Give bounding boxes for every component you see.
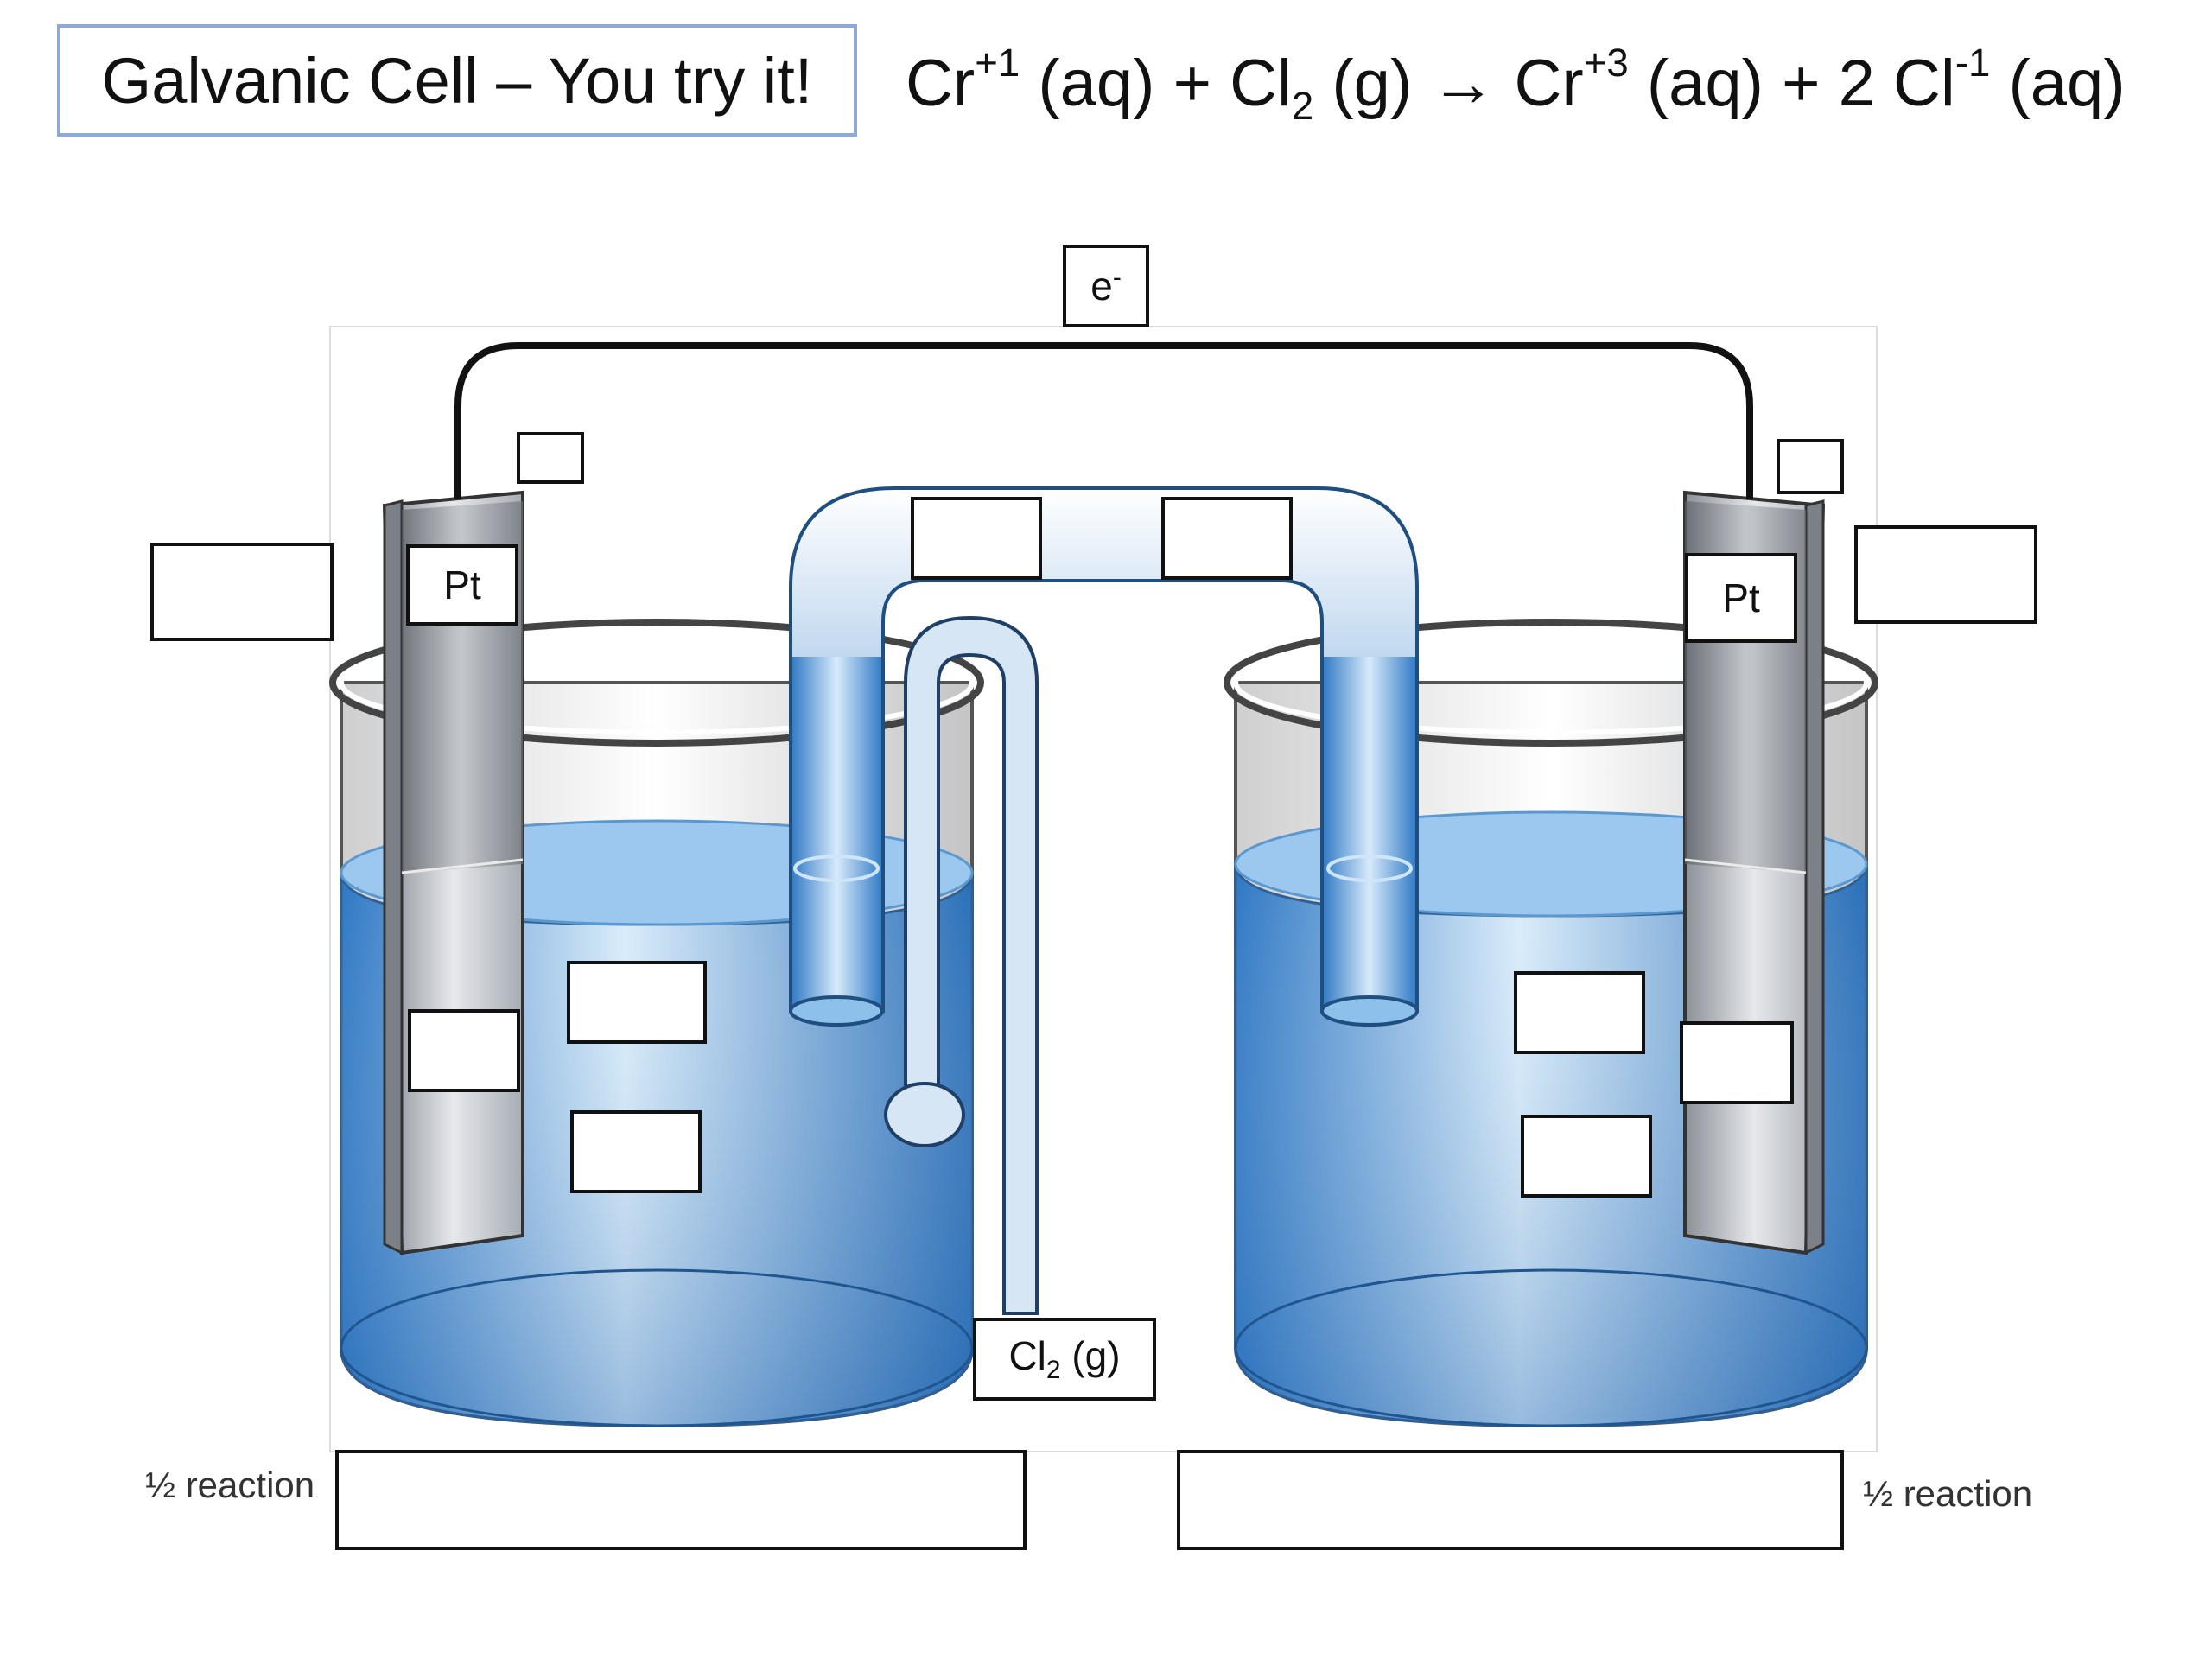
- right-solution-blank-1[interactable]: [1514, 971, 1645, 1054]
- half-reaction-right-label: ½ reaction: [1863, 1473, 2033, 1514]
- left-polarity-blank[interactable]: [517, 432, 584, 484]
- left-solution-blank-1[interactable]: [567, 961, 707, 1044]
- left-solution-blank-2[interactable]: [570, 1110, 702, 1193]
- product-1: Cr+3 (aq): [1514, 41, 1764, 120]
- overall-reaction-equation: Cr+1 (aq) + Cl2 (g) → Cr+3 (aq) + 2 Cl-1…: [906, 31, 2167, 135]
- left-electrode-flow-blank[interactable]: [408, 1009, 520, 1092]
- gas-inlet-tube: [884, 615, 1039, 1315]
- chlorine-gas-label: Cl2 (g): [973, 1318, 1156, 1401]
- reactant-2: Cl2 (g): [1230, 46, 1413, 128]
- half-reaction-left-blank[interactable]: [335, 1450, 1027, 1550]
- reaction-arrow: →: [1430, 46, 1497, 120]
- salt-bridge-right-blank[interactable]: [1161, 497, 1293, 580]
- right-solution-blank-2[interactable]: [1521, 1115, 1652, 1198]
- external-wire: [454, 342, 1753, 499]
- plus-sign: +: [1782, 46, 1821, 120]
- half-reaction-left-label: ½ reaction: [145, 1465, 315, 1505]
- right-electrode-role-blank[interactable]: [1854, 525, 2037, 624]
- salt-bridge: [789, 486, 1419, 1027]
- title-box: Galvanic Cell – You try it!: [57, 24, 857, 137]
- right-polarity-blank[interactable]: [1777, 439, 1844, 494]
- product-2: 2 Cl-1 (aq): [1838, 41, 2126, 120]
- right-electrode-label: Pt: [1685, 553, 1797, 643]
- right-electrode-flow-blank[interactable]: [1680, 1021, 1794, 1104]
- left-electrode-role-blank[interactable]: [150, 543, 334, 641]
- half-reaction-right-blank[interactable]: [1177, 1450, 1844, 1550]
- left-electrode-label: Pt: [406, 544, 518, 626]
- electron-label-box: e-: [1063, 245, 1149, 327]
- reactant-1: Cr+1 (aq): [906, 41, 1155, 120]
- page-title: Galvanic Cell – You try it!: [101, 44, 813, 117]
- plus-sign: +: [1173, 46, 1211, 120]
- salt-bridge-left-blank[interactable]: [911, 497, 1042, 580]
